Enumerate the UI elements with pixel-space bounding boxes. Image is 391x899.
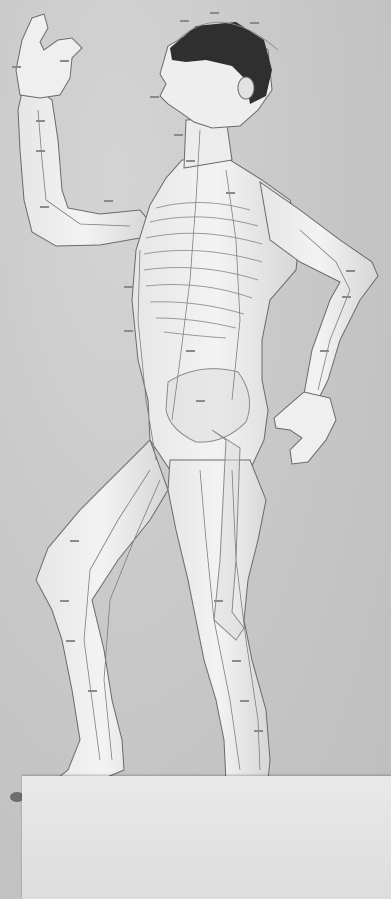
base-plate xyxy=(22,776,391,899)
raised-hand xyxy=(16,14,82,98)
raised-arm xyxy=(18,92,150,246)
lower-hand xyxy=(274,392,336,464)
ear xyxy=(238,77,254,99)
back-leg xyxy=(36,440,168,780)
